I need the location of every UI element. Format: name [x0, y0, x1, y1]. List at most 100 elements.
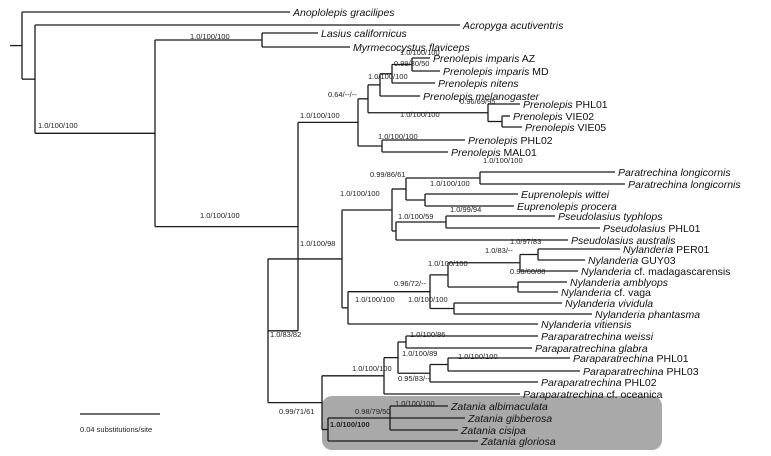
taxon-qualifier: PER01 — [673, 244, 709, 256]
support-value: 0.96/69/95 — [460, 97, 495, 106]
taxon-label-za_cisipa: Zatania cisipa — [460, 425, 526, 437]
taxon-name: Nylanderia — [588, 255, 638, 267]
taxon-qualifier: cf. oceanica — [604, 389, 663, 401]
taxon-name: Prenolepis — [513, 111, 563, 123]
taxon-name: Zatania gloriosa — [480, 436, 556, 448]
taxon-qualifier: GUY03 — [638, 255, 676, 267]
support-value: 0.98/79/50 — [355, 407, 390, 416]
support-value: 1.0/100/100 — [190, 32, 230, 41]
taxon-name: Nylanderia phantasma — [595, 309, 700, 321]
taxon-name: Prenolepis nitens — [438, 78, 519, 90]
support-value: 1.0/100/100 — [458, 352, 498, 361]
taxon-name: Paratrechina longicornis — [628, 179, 741, 191]
taxon-label-za_gibb: Zatania gibberosa — [467, 413, 552, 425]
taxon-label-pren_mal01: Prenolepis MAL01 — [451, 147, 537, 159]
support-value: 1.0/100/100 — [352, 364, 392, 373]
taxon-label-pren_vie05: Prenolepis VIE05 — [525, 122, 606, 134]
support-value: 1.0/83/82 — [270, 330, 301, 339]
taxon-name: Prenolepis imparis — [443, 66, 530, 78]
zatania-clade-highlight — [322, 396, 662, 450]
taxon-name: Nylanderia — [581, 266, 631, 278]
taxon-name: Prenolepis imparis — [433, 53, 520, 65]
taxon-name: Acropyga acutiventris — [462, 20, 564, 32]
taxon-name: Myrmecocystus flaviceps — [353, 42, 470, 54]
taxon-label-ps_typhlops: Pseudolasius typhlops — [558, 211, 663, 223]
taxon-name: Prenolepis — [451, 147, 501, 159]
taxon-label-ny_per01: Nylanderia PER01 — [623, 244, 710, 256]
support-value: 1.0/100/100 — [400, 48, 440, 57]
support-value: 1.0/100/59 — [398, 212, 433, 221]
taxon-label-ny_vitiensis: Nylanderia vitiensis — [541, 319, 632, 331]
taxon-label-ps_phl01: Pseudolasius PHL01 — [603, 223, 701, 235]
taxon-label-pren_md: Prenolepis imparis MD — [443, 66, 549, 78]
taxon-label-para_long1: Paratrechina longicornis — [618, 167, 731, 179]
taxon-label-ny_amblyops: Nylanderia amblyops — [570, 277, 669, 289]
support-value: 0.99/80/50 — [394, 59, 429, 68]
taxon-label-ny_madag: Nylanderia cf. madagascarensis — [581, 266, 730, 278]
taxon-label-pren_phl02: Prenolepis PHL02 — [468, 135, 553, 147]
taxon-label-pp_phl01: Paraparatrechina PHL01 — [573, 353, 689, 365]
taxon-label-pren_nitens: Prenolepis nitens — [438, 78, 519, 90]
support-value: 1.0/99/94 — [450, 205, 481, 214]
taxon-qualifier: PHL02 — [518, 135, 553, 147]
taxon-qualifier: PHL01 — [654, 353, 689, 365]
support-value: 1.0/100/100 — [400, 110, 440, 119]
taxon-label-ps_australis: Pseudolasius australis — [571, 235, 676, 247]
taxon-qualifier: VIE05 — [575, 122, 607, 134]
support-value: 1.0/100/100 — [340, 189, 380, 198]
support-value: 1.0/100/86 — [410, 330, 445, 339]
taxon-name: Paraparatrechina — [573, 353, 654, 365]
taxon-label-ny_phantasma: Nylanderia phantasma — [595, 309, 700, 321]
taxon-name: Zatania albimaculata — [450, 401, 548, 413]
taxon-name: Lasius californicus — [321, 28, 408, 40]
taxon-name: Nylanderia vividula — [565, 298, 653, 310]
taxon-label-pp_weissi: Paraparatrechina weissi — [541, 331, 654, 343]
support-value: 1.0/100/100 — [430, 179, 470, 188]
taxon-name: Paraparatrechina weissi — [541, 331, 654, 343]
support-value: 0.99/86/61 — [370, 170, 405, 179]
taxon-name: Euprenolepis wittei — [521, 189, 610, 201]
taxon-name: Paraparatrechina — [523, 389, 604, 401]
support-value: 0.95/83/-- — [398, 374, 431, 383]
taxon-label-pren_az: Prenolepis imparis AZ — [433, 53, 536, 65]
taxon-label-eu_wittei: Euprenolepis wittei — [521, 189, 610, 201]
support-value: 1.0/100/100 — [200, 211, 240, 220]
support-value: 0.98/60/88 — [510, 267, 545, 276]
taxon-label-ny_vaga: Nylanderia cf. vaga — [561, 287, 651, 299]
taxon-name: Prenolepis — [468, 135, 518, 147]
taxon-label-pren_vie02: Prenolepis VIE02 — [513, 111, 594, 123]
taxon-label-za_albi: Zatania albimaculata — [450, 401, 548, 413]
taxon-qualifier: MD — [529, 66, 549, 78]
taxon-label-pp_glabra: Paraparatrechina glabra — [535, 343, 648, 355]
support-value: 1.0/100/89 — [402, 349, 437, 358]
taxon-label-eu_procera: Euprenolepis procera — [517, 201, 617, 213]
taxon-name: Euprenolepis procera — [517, 201, 617, 213]
taxon-name: Pseudolasius australis — [571, 235, 676, 247]
scale-bar-label: 0.04 substitutions/site — [80, 425, 152, 434]
support-value: 1.0/100/100 — [368, 72, 408, 81]
support-value: 1.0/100/98 — [300, 239, 335, 248]
taxon-name: Nylanderia vitiensis — [541, 319, 632, 331]
taxon-name: Zatania cisipa — [460, 425, 526, 437]
taxon-label-myrmecocystus: Myrmecocystus flaviceps — [353, 42, 470, 54]
taxon-label-pp_phl03: Paraparatrechina PHL03 — [583, 366, 699, 378]
taxon-name: Prenolepis melanogaster — [423, 91, 540, 103]
taxon-label-anoplolepis: Anoplolepis gracilipes — [292, 7, 395, 19]
tree-branches — [10, 11, 625, 442]
support-value: 1.0/100/100 — [378, 132, 418, 141]
taxon-qualifier: AZ — [519, 53, 535, 65]
taxon-label-ny_vividula: Nylanderia vividula — [565, 298, 653, 310]
taxon-name: Anoplolepis gracilipes — [292, 7, 395, 19]
taxon-name: Prenolepis — [525, 122, 575, 134]
support-value: 1.0/83/-- — [485, 246, 513, 255]
support-value: 0.99/71/61 — [279, 407, 314, 416]
taxon-name: Pseudolasius — [603, 223, 666, 235]
scale-bar: 0.04 substitutions/site — [80, 413, 160, 434]
support-value: 1.0/100/100 — [355, 295, 395, 304]
taxon-label-pren_phl01: Prenolepis PHL01 — [523, 99, 608, 111]
support-value: 1.0/97/83 — [510, 237, 541, 246]
taxon-qualifier: cf. vaga — [611, 287, 651, 299]
taxon-name: Pseudolasius typhlops — [558, 211, 663, 223]
